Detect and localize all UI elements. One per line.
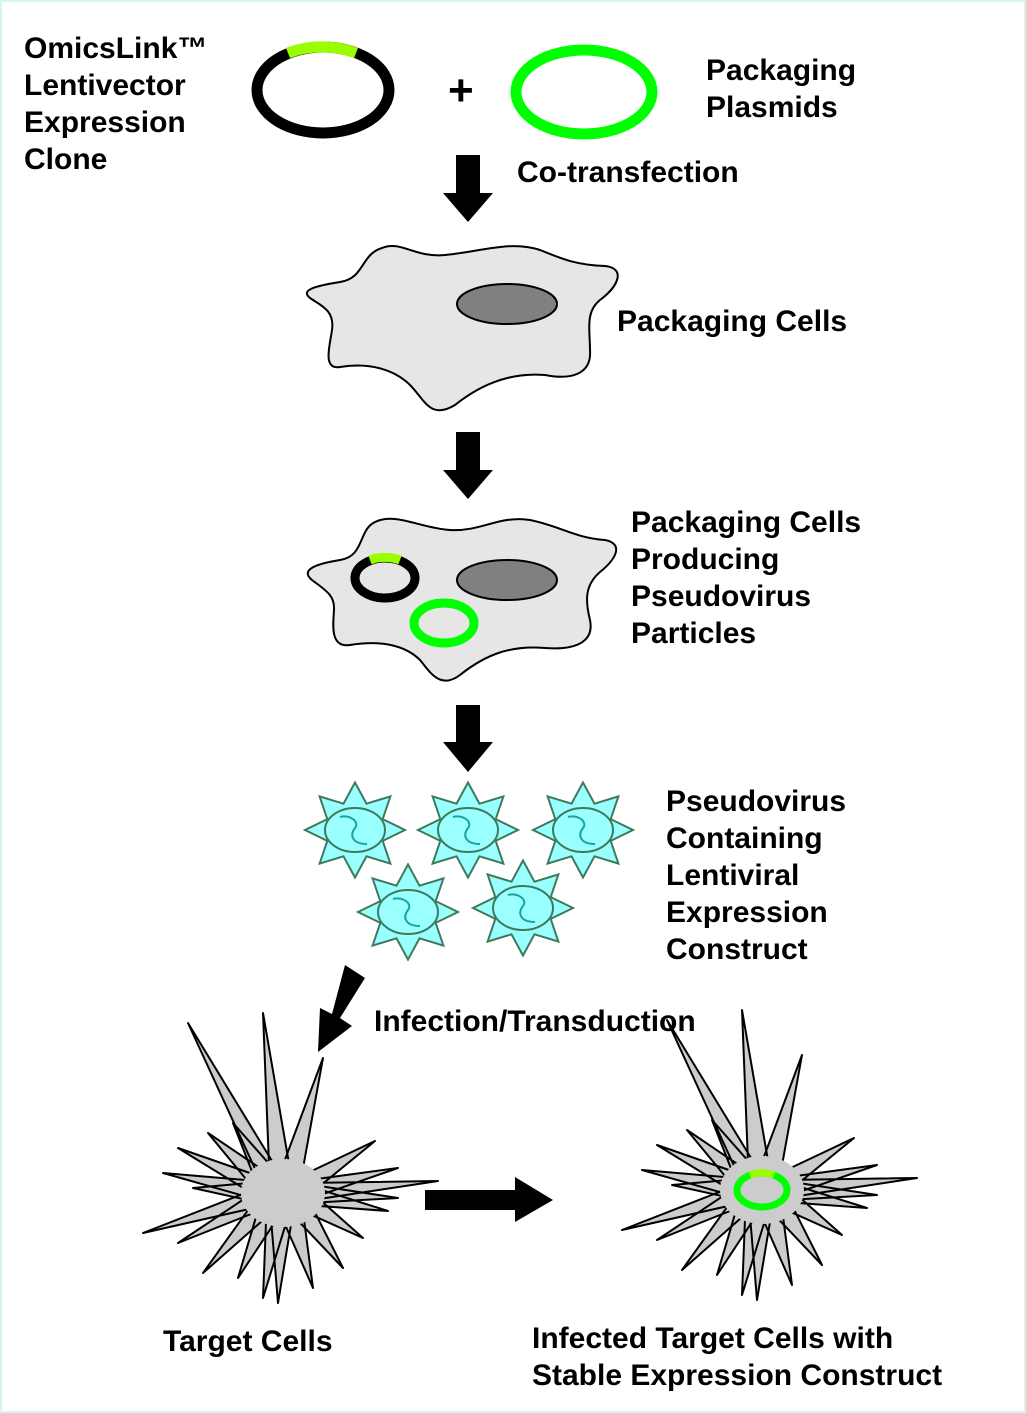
expression-clone-plasmid-icon: [251, 41, 395, 139]
plus-sign: +: [448, 66, 474, 115]
pseudovirus-icon: [302, 780, 408, 880]
target-cell-icon: [142, 1012, 439, 1304]
pseudovirus-group: [302, 780, 636, 962]
pseudovirus-label: Pseudovirus Containing Lentiviral Expres…: [666, 785, 847, 966]
pseudovirus-icon: [530, 780, 636, 880]
arrow-down-2: [443, 432, 493, 499]
producing-cell-icon: [306, 517, 618, 682]
pseudovirus-icon: [355, 862, 461, 962]
infection-label: Infection/Transduction: [374, 1005, 696, 1038]
arrow-down-1: [443, 155, 493, 222]
packaging-plasmid-icon: [510, 44, 658, 140]
infected-target-cell-icon: [621, 1009, 918, 1301]
nucleus-icon: [456, 283, 558, 325]
arrow-diagonal: [318, 965, 365, 1052]
pseudovirus-icon: [415, 780, 521, 880]
packaging-cell-icon: [305, 245, 619, 412]
infected-cells-label: Infected Target Cells with Stable Expres…: [532, 1322, 943, 1392]
target-cells-label: Target Cells: [163, 1325, 333, 1358]
pseudovirus-icon: [470, 858, 576, 958]
cotransfection-label: Co-transfection: [517, 156, 739, 189]
producing-cells-label: Packaging Cells Producing Pseudovirus Pa…: [631, 506, 862, 650]
packaging-cells-label: Packaging Cells: [617, 305, 848, 338]
arrow-right: [425, 1177, 553, 1222]
expression-clone-label: OmicsLink™ Lentivector Expression Clone: [24, 32, 208, 176]
arrow-down-3: [443, 705, 493, 772]
packaging-plasmids-label: Packaging Plasmids: [706, 54, 857, 124]
